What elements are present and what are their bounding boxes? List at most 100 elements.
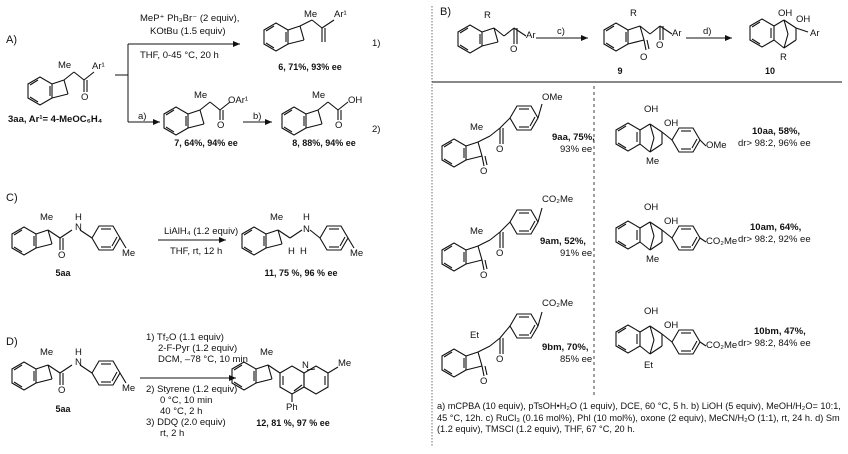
atom-ome: OMe [542,92,563,103]
atom-oh: OH [778,8,793,19]
atom-me: Me [470,122,484,133]
atom-et: Et [470,330,479,341]
atom-h: H [303,212,310,223]
condition-line-4: 2) Styrene (1.2 equiv) [146,384,238,395]
atom-me: Me [122,383,136,394]
atom-oh: OH [664,118,679,129]
atom-me: Me [194,90,208,101]
atom-me: Me [338,358,352,369]
reagent-line-2: THF, rt, 12 h [170,246,223,257]
compound-3aa-label: 3aa, Ar¹= 4-MeOC₆H₄ [8,114,103,125]
compound-10bm-label: 10bm, 47%, [754,326,806,337]
atom-me: Me [58,60,72,71]
atom-o: O [480,376,488,387]
atom-r: R [484,10,491,21]
atom-ar: Ar [810,28,820,39]
atom-ph: Ph [286,402,298,413]
step-a-label: a) [138,111,147,122]
atom-oh: OH [644,202,659,213]
atom-o: O [496,354,504,365]
atom-n: N [303,224,310,235]
scheme-b-bonds [431,6,842,446]
atom-me: Me [122,248,136,259]
condition-line-8: rt, 2 h [160,428,185,439]
atom-o: O [496,144,504,155]
compound-9am-label: 9am, 52%, [540,236,586,247]
atom-o: O [640,52,648,63]
conditions-footnote: a) mCPBA (10 equiv), pTsOH•H₂O (1 equiv)… [437,401,841,434]
atom-n: N [75,357,82,368]
atom-co2me: CO₂Me [542,298,574,309]
atom-me: Me [646,254,660,265]
atom-r: R [780,52,787,63]
equation-2-label: 2) [372,124,381,135]
atom-h: H [75,212,82,223]
compound-6-label: 6, 71%, 93% ee [278,62,342,72]
section-label-a: A) [6,34,17,46]
step-b-label: b) [253,111,262,122]
step-c-label: c) [557,26,565,37]
compound-12-label: 12, 81 %, 97 % ee [256,418,330,428]
compound-9bm-ee: 85% ee [560,354,593,365]
compound-8-label: 8, 88%, 94% ee [292,138,356,148]
compound-10am-label: 10am, 64%, [750,222,802,233]
atom-h: H [300,246,307,257]
atom-oh: OH [664,320,679,331]
section-label-d: D) [6,336,18,348]
compound-10aa-label: 10aa, 58%, [752,126,801,137]
compound-11-label: 11, 75 %, 96 % ee [264,268,338,278]
atom-o: O [81,92,89,103]
condition-line-5: 0 °C, 10 min [160,395,213,406]
atom-o: O [510,44,518,55]
atom-ar1: Ar¹ [334,9,347,20]
atom-ome: OMe [706,140,727,151]
atom-oar1: OAr¹ [228,95,249,106]
atom-oh: OH [644,306,659,317]
atom-oh: OH [644,104,659,115]
compound-10aa-dr: dr> 98:2, 96% ee [738,138,811,149]
atom-n: N [302,360,309,371]
atom-o: O [335,120,343,131]
condition-line-6: 40 °C, 2 h [160,406,203,417]
atom-o: O [58,250,66,261]
compound-9am-ee: 91% ee [560,248,593,259]
compound-7-label: 7, 64%, 94% ee [174,138,238,148]
atom-co2me: CO₂Me [542,194,574,205]
atom-o: O [480,270,488,281]
atom-me: Me [270,212,284,223]
compound-9aa-ee: 93% ee [560,144,593,155]
compound-10-label: 10 [764,66,775,76]
scheme-c-bonds [11,225,355,256]
reagent-line-1: LiAlH₄ (1.2 equiv) [164,226,239,237]
section-label-c: C) [6,192,18,204]
atom-me: Me [646,156,660,167]
condition-line-2: 2-F-Pyr (1.2 equiv) [158,343,238,354]
atom-o: O [58,385,66,396]
condition-line-3: DCM, –78 °C, 10 min [158,354,248,365]
atom-me: Me [470,226,484,237]
atom-o: O [480,166,488,177]
atom-co2me: CO₂Me [706,340,738,351]
step-d-label: d) [703,26,712,37]
atom-me: Me [40,212,54,223]
reagent-line-2: KOtBu (1.5 equiv) [150,26,226,37]
atom-h: H [75,347,82,358]
atom-n: N [75,222,82,233]
atom-ar: Ar [672,28,682,39]
atom-me: Me [40,347,54,358]
atom-me: Me [312,90,326,101]
compound-5aa-label: 5aa [55,268,71,278]
compound-9-label: 9 [617,66,623,76]
atom-ar: Ar [526,30,536,41]
atom-h: H [288,246,295,257]
atom-oh: OH [348,95,363,106]
atom-et: Et [644,360,653,371]
compound-10bm-dr: dr> 98:2, 84% ee [738,338,811,349]
equation-1-label: 1) [372,38,381,49]
compound-5aa-label: 5aa [55,404,71,414]
compound-9aa-label: 9aa, 75%, [552,132,595,143]
atom-ar1: Ar¹ [92,61,105,72]
scheme-a-bonds [27,19,349,136]
atom-me: Me [350,248,364,259]
